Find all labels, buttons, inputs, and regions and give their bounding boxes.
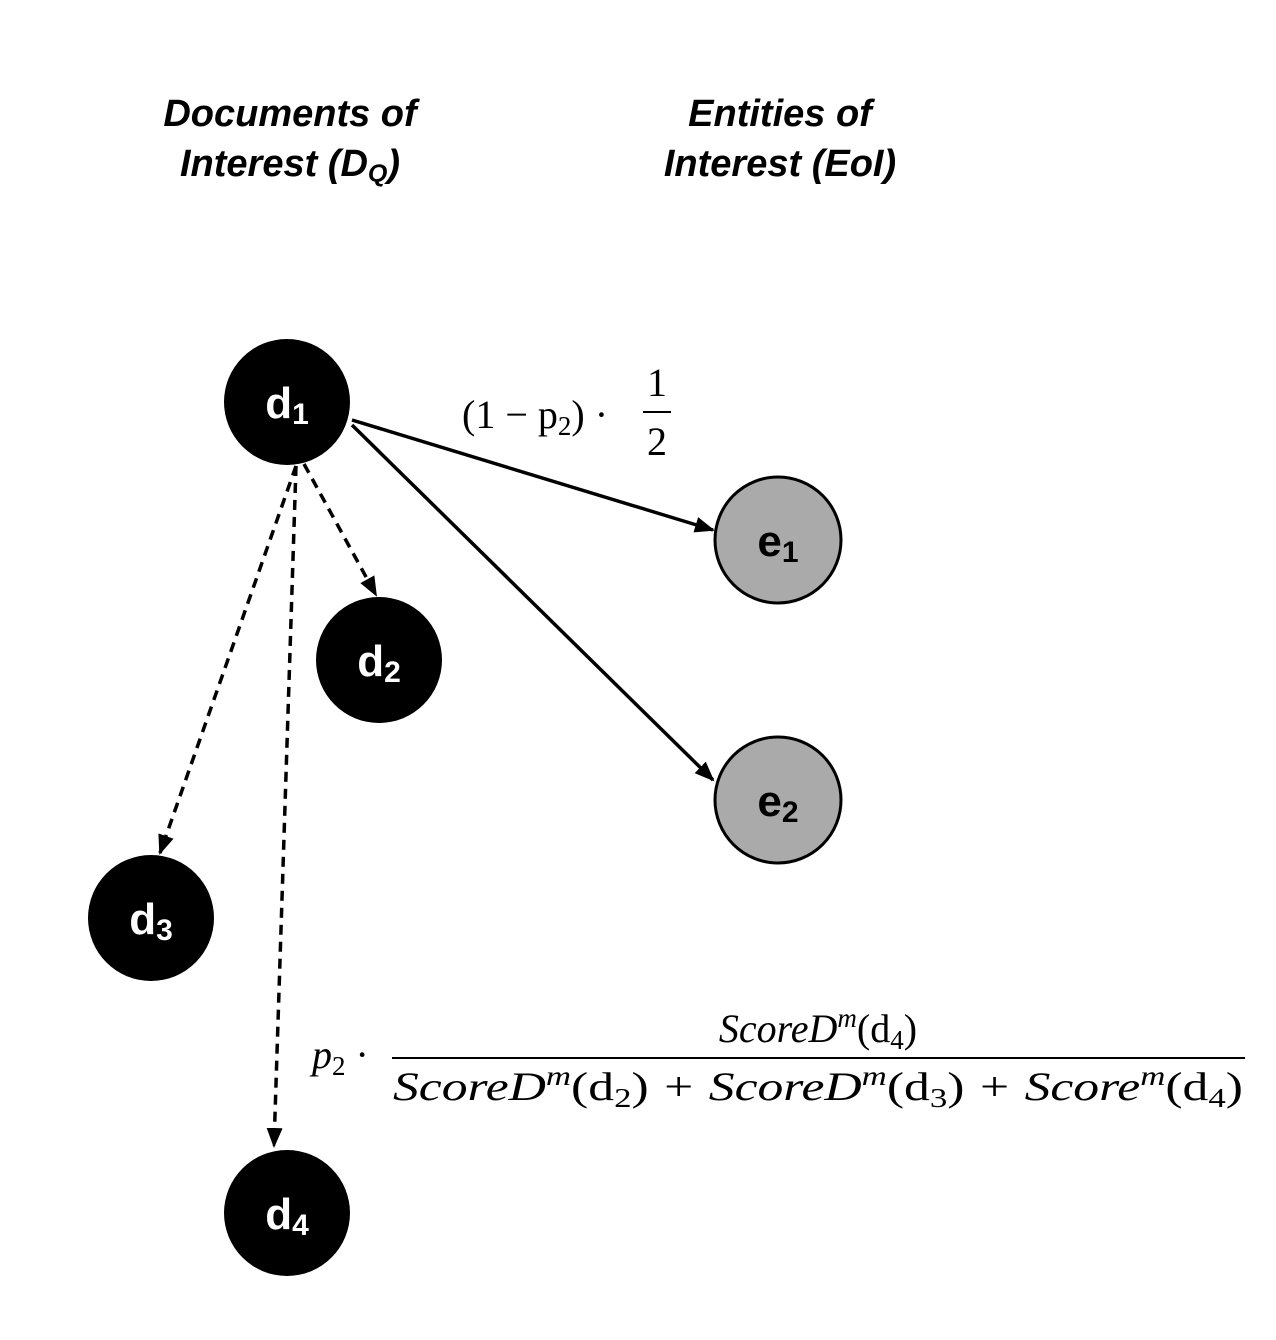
documents-heading-subscript: Q <box>368 160 388 188</box>
edge-d1-e1 <box>351 418 715 533</box>
node-d1-label: d1 <box>265 379 309 431</box>
edge-d1-d4 <box>266 465 298 1148</box>
documents-heading-line2: Interest (DQ) <box>180 143 400 188</box>
node-d3: d3 <box>88 855 214 981</box>
documents-heading-suffix: ) <box>383 143 400 185</box>
edges <box>158 418 715 1148</box>
node-d4-circle <box>224 1150 350 1276</box>
entities-heading: Entities of Interest (EoI) <box>664 93 896 185</box>
node-e1-circle <box>713 475 843 605</box>
node-e1: e1 <box>713 475 843 605</box>
node-e2-circle <box>713 735 843 865</box>
node-d2: d2 <box>316 597 442 723</box>
node-d2-label: d2 <box>357 637 401 689</box>
node-d2-circle <box>316 597 442 723</box>
node-e1-label: e1 <box>757 517 798 569</box>
edge-d1-e2 <box>350 423 715 782</box>
documents-heading-line1: Documents of <box>163 93 420 135</box>
node-d4-label: d4 <box>265 1190 309 1242</box>
entity-formula-denominator: 2 <box>647 419 667 464</box>
document-formula-prefix: p2· <box>309 1032 369 1081</box>
entity-formula-numerator: 1 <box>647 360 667 405</box>
node-d3-label: d3 <box>129 895 173 947</box>
node-d1: d1 <box>224 339 350 465</box>
node-d1-circle <box>224 339 350 465</box>
entity-edge-formula: (1 − p2) · 1 2 <box>462 360 671 464</box>
entity-formula-left: (1 − p2) · <box>462 392 608 441</box>
node-e2: e2 <box>713 735 843 865</box>
edge-d1-d2 <box>302 463 378 597</box>
edge-d1-d3 <box>158 465 298 855</box>
node-d3-circle <box>88 855 214 981</box>
documents-heading: Documents of Interest (DQ) <box>163 93 420 188</box>
document-formula-numerator: ScoreDm(d4) <box>719 1003 917 1055</box>
node-e2-label: e2 <box>757 777 798 829</box>
entities-heading-line2: Interest (EoI) <box>664 143 896 185</box>
node-d4: d4 <box>224 1150 350 1276</box>
documents-heading-prefix: Interest (D <box>180 143 368 185</box>
entities-heading-line1: Entities of <box>688 93 875 135</box>
